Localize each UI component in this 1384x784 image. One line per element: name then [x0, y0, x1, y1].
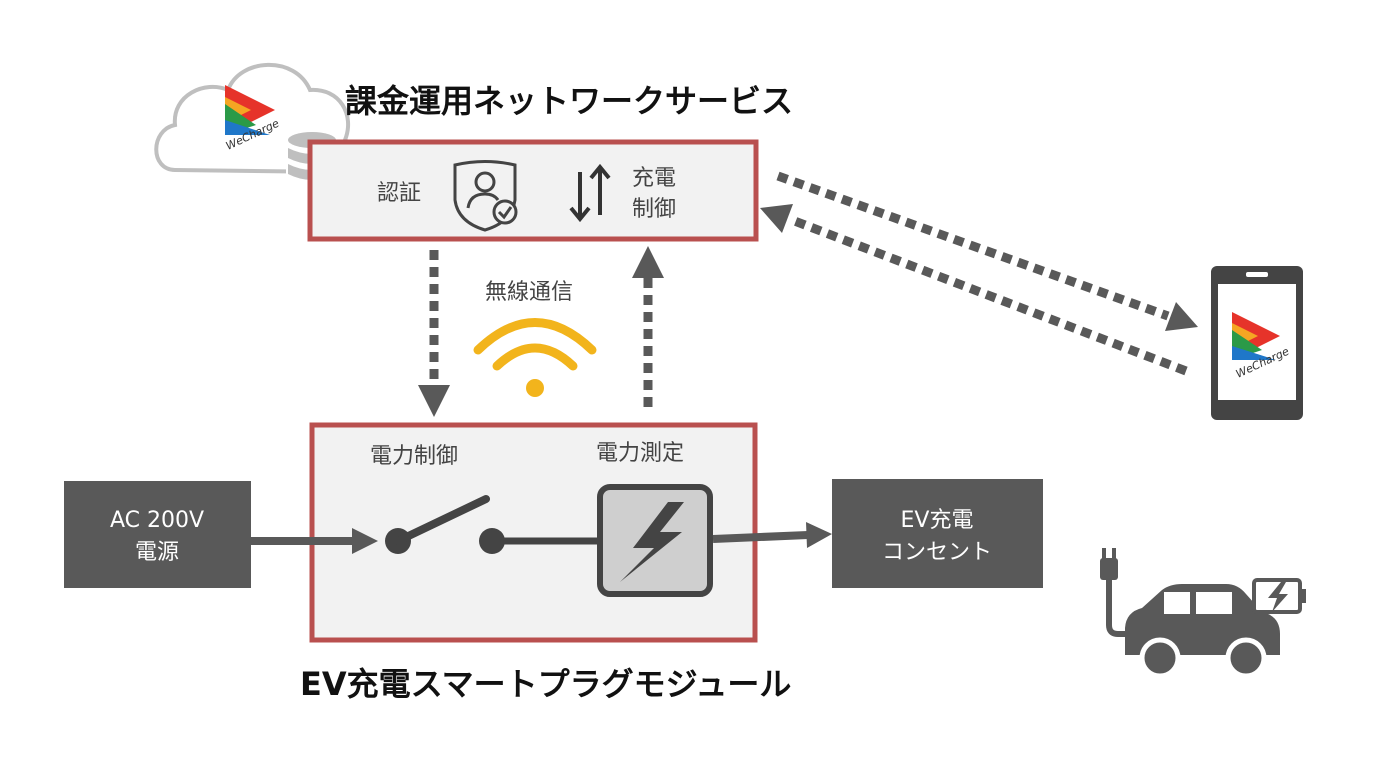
charge-control-label-2: 制御 — [632, 197, 676, 222]
wireless-label: 無線通信 — [485, 280, 573, 305]
power-control-label: 電力制御 — [370, 444, 458, 469]
ev-car-icon — [1100, 548, 1280, 679]
downlink-arrow — [418, 250, 450, 417]
output-arrow — [712, 522, 832, 548]
ev-outlet-line1: EV充電 — [901, 508, 974, 533]
phone-to-cloud-arrow — [760, 204, 1188, 376]
ac-input-arrow — [251, 528, 378, 554]
cloud-to-phone-arrow — [776, 171, 1198, 331]
ac-source-line2: 電源 — [135, 540, 179, 565]
auth-label: 認証 — [377, 181, 421, 206]
up-down-arrows-icon — [569, 163, 611, 223]
smartphone-icon: WeCharge — [1211, 266, 1303, 420]
switch-icon — [385, 495, 600, 554]
wifi-icon — [473, 318, 597, 397]
module-title: EV充電スマートプラグモジュール — [300, 665, 791, 703]
power-meter-icon — [597, 484, 713, 597]
cloud-service-title: 課金運用ネットワークサービス — [345, 82, 793, 120]
ac-source-box — [64, 481, 251, 588]
ev-outlet-box — [832, 479, 1043, 588]
power-measure-label: 電力測定 — [596, 441, 684, 466]
battery-charging-icon — [1252, 578, 1306, 614]
cloud-service-panel — [307, 139, 759, 242]
ev-outlet-line2: コンセント — [882, 540, 992, 565]
ac-source-line1: AC 200V — [110, 508, 204, 533]
shield-user-icon — [453, 160, 518, 232]
charge-control-label-1: 充電 — [632, 166, 676, 191]
uplink-arrow — [632, 246, 664, 410]
